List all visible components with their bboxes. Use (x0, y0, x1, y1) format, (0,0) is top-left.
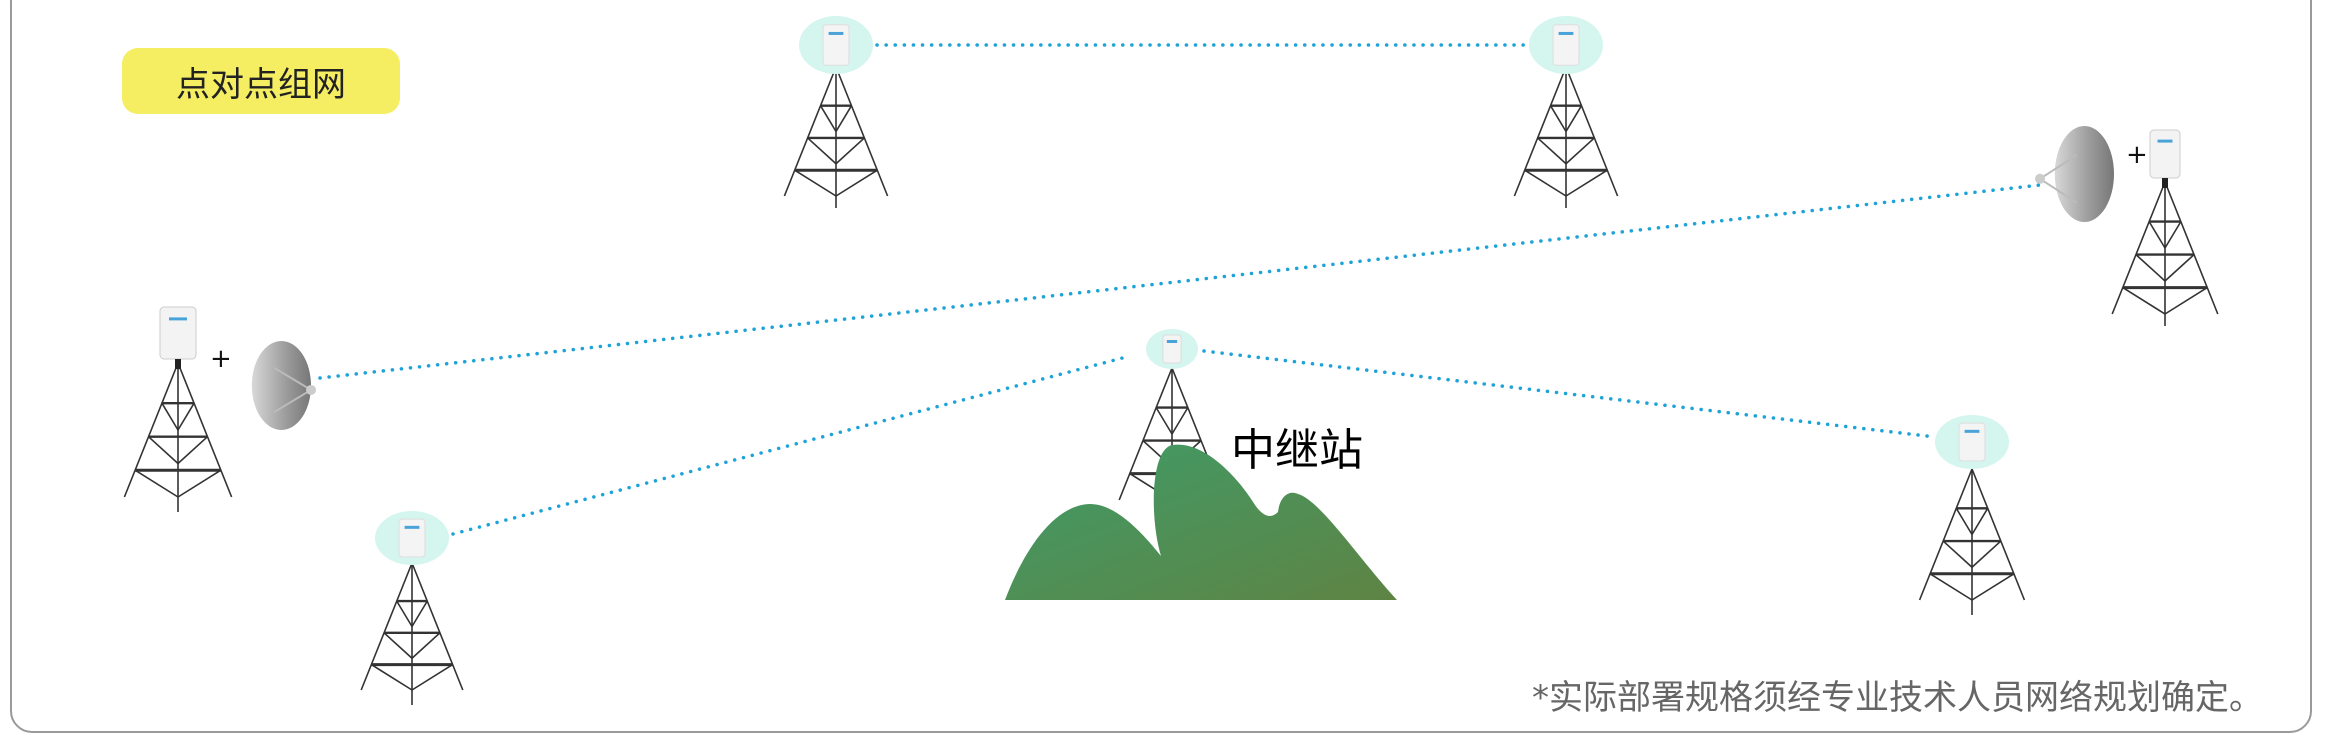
radio-icon (159, 306, 197, 369)
radio-icon (799, 16, 873, 74)
radio-icon (1935, 415, 2009, 469)
tower-icon (1918, 468, 2026, 615)
radio-icon (1146, 329, 1198, 369)
mountain-icon (1005, 444, 1397, 600)
tower-icon (1513, 66, 1619, 208)
title-badge: 点对点组网 (122, 48, 400, 114)
relay-station-label: 中继站 (1231, 425, 1363, 476)
dish-antenna-icon (2035, 126, 2114, 222)
tower-icon (2111, 181, 2219, 326)
plus-sign: + (210, 344, 232, 374)
radio-icon (1529, 16, 1603, 74)
tower-icon (783, 66, 889, 208)
wireless-link (451, 354, 1132, 536)
radio-icon (375, 511, 449, 565)
footnote: *实际部署规格须经专业技术人员网络规划确定。 (1532, 678, 2263, 718)
dish-antenna-icon (251, 341, 316, 430)
diagram-frame (10, 0, 2312, 733)
tower-icon (360, 562, 464, 705)
plus-sign: + (2126, 140, 2148, 170)
tower-icon (123, 362, 233, 512)
radio-icon (2149, 129, 2181, 188)
wireless-link (318, 183, 2042, 380)
